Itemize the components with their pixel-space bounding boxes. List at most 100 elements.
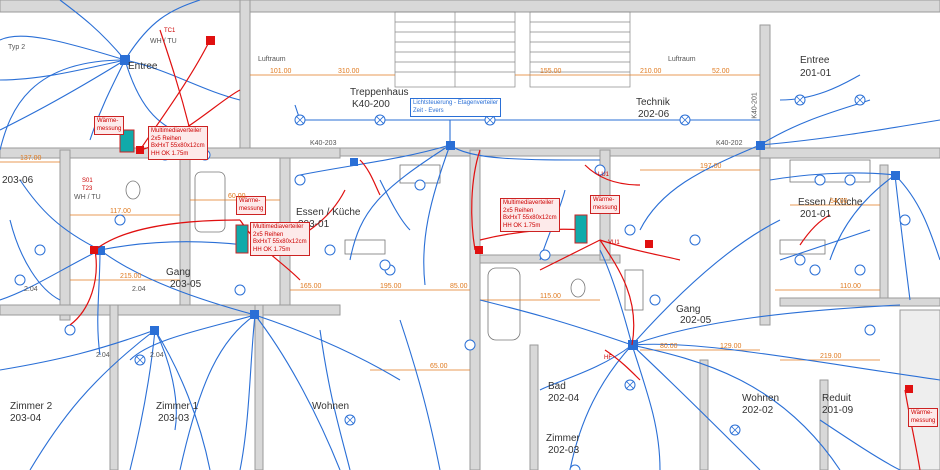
waerme-callout-mid: Wärme- messung bbox=[236, 196, 267, 215]
dim-label: 65.00 bbox=[430, 363, 448, 370]
callout-line: messung bbox=[593, 204, 618, 211]
wohnen-right-code: 202-02 bbox=[742, 405, 774, 416]
room-technik: Technik bbox=[636, 97, 670, 108]
junction-top-left bbox=[120, 55, 130, 65]
room-zimmer1: Zimmer 1 bbox=[156, 401, 199, 412]
callout-line: HH OK 1.75m bbox=[253, 246, 291, 253]
kitchen-row-right bbox=[789, 159, 871, 183]
dim-label: 219.00 bbox=[820, 353, 842, 360]
callout-line: BxHxT 55x80x12cm bbox=[503, 215, 557, 221]
bathtub-center bbox=[487, 267, 521, 341]
dim-label: 210.00 bbox=[640, 68, 662, 75]
washer-center bbox=[624, 269, 644, 311]
room-bad: Bad bbox=[548, 381, 566, 392]
zimmer-bottom-code: 202-03 bbox=[548, 445, 580, 456]
multimedia-callout-center: Multimediaverteiler 2x5 Reihen BxHxT 55x… bbox=[500, 198, 560, 232]
distribution-panels bbox=[119, 129, 588, 254]
callout-line: BxHxT 55x80x12cm bbox=[151, 143, 205, 149]
junction-corridor bbox=[446, 141, 455, 150]
device-tag: 2.04 bbox=[150, 352, 164, 359]
multimedia-callout-mid: Multimediaverteiler 2x5 Reihen BxHxT 55x… bbox=[250, 222, 310, 256]
room-essen-kueche-left: Essen / Küche bbox=[296, 207, 361, 218]
waerme-callout-center: Wärme- messung bbox=[590, 195, 621, 214]
gang-right-code: 202-05 bbox=[680, 315, 712, 326]
treppenhaus-code: K40-200 bbox=[352, 99, 390, 110]
dim-label: 85.00 bbox=[450, 283, 468, 290]
room-zimmer-bottom: Zimmer bbox=[546, 433, 580, 444]
junction-gang-right bbox=[628, 340, 638, 350]
dim-label: 129.00 bbox=[720, 343, 742, 350]
callout-line: messung bbox=[239, 205, 264, 212]
wall-gang-bottom bbox=[0, 304, 341, 316]
dim-label: 54.00 bbox=[830, 198, 848, 205]
dim-label: 117.00 bbox=[110, 208, 131, 215]
essen-kueche-left-code: 203-01 bbox=[298, 219, 330, 230]
callout-line: Multimediaverteiler bbox=[151, 128, 202, 134]
luftraum-label-a: Luftraum bbox=[258, 56, 286, 63]
dim-label: 80.00 bbox=[660, 343, 678, 350]
room-wohnen-left: Wohnen bbox=[312, 401, 350, 412]
callout-line: Wärme- bbox=[97, 118, 119, 124]
device-tag: HF bbox=[604, 355, 612, 361]
room-reduit: Reduit bbox=[822, 393, 851, 404]
device-tag: 2.04 bbox=[24, 286, 38, 293]
device-tag: LU1 bbox=[598, 172, 610, 178]
callout-line: Multimediaverteiler bbox=[253, 224, 304, 230]
bad-code: 202-04 bbox=[548, 393, 580, 404]
light-crosses bbox=[135, 95, 865, 435]
toilet-center bbox=[570, 278, 586, 298]
callout-line: Wärme- bbox=[593, 197, 615, 203]
device-tag: S01 bbox=[82, 178, 93, 184]
junction-left bbox=[96, 246, 105, 255]
lichtsteuerung-line2: Zeit - Evers bbox=[413, 107, 444, 114]
wh-tu-label: WH / TU bbox=[74, 194, 101, 201]
wall-right-vertical bbox=[759, 24, 771, 326]
dim-label: 52.00 bbox=[712, 68, 730, 75]
room-essen-kueche-right: Essen / Küche bbox=[798, 197, 863, 208]
dim-label: 137.00 bbox=[20, 155, 42, 162]
dim-label: 165.00 bbox=[300, 283, 322, 290]
device-tag: VU1 bbox=[608, 240, 620, 246]
essen-kueche-right-code: 201-01 bbox=[800, 209, 832, 220]
callout-line: 2x5 Reihen bbox=[503, 207, 534, 214]
luftraum-label-b: Luftraum bbox=[668, 56, 696, 63]
wall-top bbox=[0, 0, 940, 13]
junction-corridor-right bbox=[756, 141, 765, 150]
blue-junctions bbox=[96, 55, 900, 350]
wall-gang-right bbox=[779, 297, 940, 307]
device-tag: TC1 bbox=[164, 28, 176, 34]
dim-label: 215.00 bbox=[120, 273, 142, 280]
junction-kitchen bbox=[350, 158, 358, 166]
callout-line: messung bbox=[97, 125, 122, 132]
wh-tu-top-label: WH / TU bbox=[150, 38, 177, 45]
wall-center-shaft bbox=[469, 149, 481, 470]
callout-line: BxHxT 55x80x12cm bbox=[253, 239, 307, 245]
device-tag: 2.04 bbox=[132, 286, 146, 293]
callout-line: 2x5 Reihen bbox=[253, 231, 284, 238]
kitchen-counter-left bbox=[344, 239, 386, 255]
waerme-callout-right: Wärme- messung bbox=[908, 408, 939, 427]
room-treppenhaus: Treppenhaus bbox=[350, 87, 409, 98]
wall-corridor-right bbox=[759, 147, 940, 159]
technik-code: 202-06 bbox=[638, 109, 670, 120]
dim-label: 60.00 bbox=[228, 193, 246, 200]
dim-label: 155.00 bbox=[540, 68, 562, 75]
gang-left-code: 203-05 bbox=[170, 279, 202, 290]
callout-line: HH OK 1.75m bbox=[151, 150, 189, 157]
dim-label: 195.00 bbox=[380, 283, 402, 290]
typ-label: Typ 2 bbox=[8, 44, 26, 51]
entree-right-code: 201-01 bbox=[800, 68, 832, 79]
callout-line: HH OK 1.75m bbox=[503, 222, 541, 229]
wall-stair-left bbox=[239, 0, 251, 151]
dim-label: 101.00 bbox=[270, 68, 292, 75]
room-entree-top: Entree bbox=[128, 61, 158, 72]
dim-label: 310.00 bbox=[338, 68, 360, 75]
waerme-callout-left: Wärme- messung bbox=[94, 116, 125, 135]
zimmer1-code: 203-03 bbox=[158, 413, 190, 424]
corridor-k40-201: K40-201 bbox=[751, 92, 759, 119]
corridor-k40-203: K40-203 bbox=[310, 140, 337, 147]
junction-far-right bbox=[891, 171, 900, 180]
kitchen-counter-right bbox=[779, 239, 826, 255]
wall-z1-wohnen bbox=[254, 304, 264, 470]
